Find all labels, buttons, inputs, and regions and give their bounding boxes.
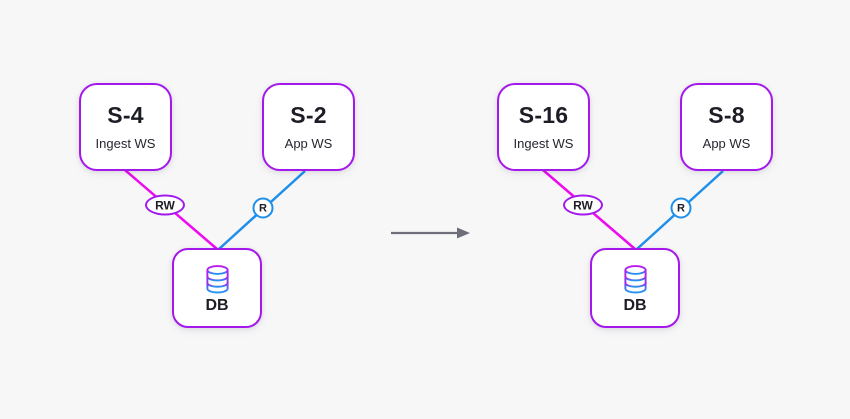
cluster-after: S-16 Ingest WS S-8 App WS — [493, 80, 793, 345]
node-app-before: S-2 App WS — [262, 83, 355, 171]
arrow-right-icon — [391, 227, 470, 239]
node-subtitle: App WS — [284, 136, 333, 151]
node-app-after: S-8 App WS — [680, 83, 773, 171]
db-label: DB — [623, 297, 647, 314]
node-title: S-16 — [518, 102, 569, 128]
node-subtitle: Ingest WS — [513, 136, 574, 151]
read-edge-label: R — [670, 197, 692, 219]
cluster-before: S-4 Ingest WS S-2 App WS — [75, 80, 375, 345]
node-ingest-after: S-16 Ingest WS — [497, 83, 590, 171]
node-title: S-8 — [708, 102, 745, 128]
node-subtitle: Ingest WS — [95, 136, 156, 151]
write-edge-label: RW — [563, 194, 603, 216]
db-label: DB — [205, 297, 229, 314]
read-edge-label: R — [252, 197, 274, 219]
database-icon — [622, 264, 649, 294]
node-ingest-before: S-4 Ingest WS — [79, 83, 172, 171]
write-edge-label: RW — [145, 194, 185, 216]
node-title: S-4 — [107, 102, 144, 128]
database-icon — [204, 264, 231, 294]
node-db-after: DB — [590, 248, 680, 328]
node-subtitle: App WS — [702, 136, 751, 151]
node-db-before: DB — [172, 248, 262, 328]
node-title: S-2 — [290, 102, 327, 128]
